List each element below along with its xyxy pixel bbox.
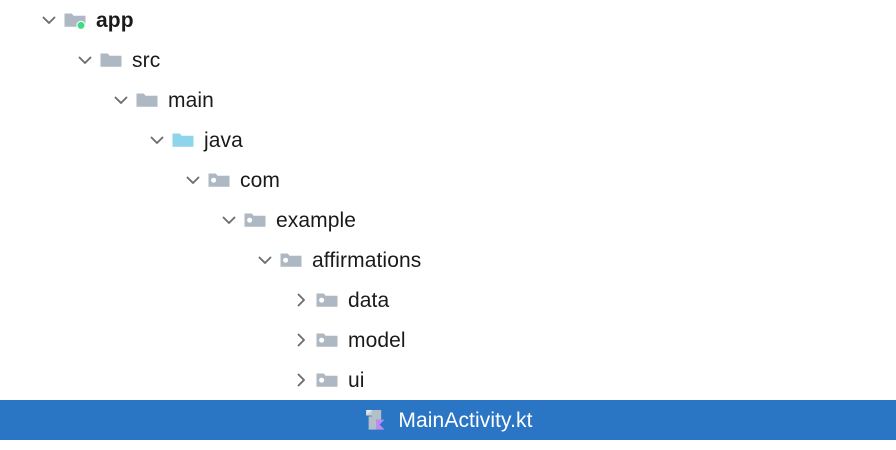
tree-row[interactable]: src: [0, 40, 896, 80]
tree-row-label: src: [132, 48, 161, 72]
chevron-right-icon[interactable]: [288, 327, 314, 353]
package-folder-icon: [314, 287, 340, 313]
chevron-down-icon[interactable]: [144, 127, 170, 153]
tree-row[interactable]: data: [0, 280, 896, 320]
package-folder-icon: [206, 167, 232, 193]
tree-row[interactable]: main: [0, 80, 896, 120]
tree-row-label: java: [204, 128, 243, 152]
tree-row-label: affirmations: [312, 248, 422, 272]
package-folder-icon: [314, 327, 340, 353]
tree-row-label: com: [240, 168, 280, 192]
kotlin-file-icon: [363, 407, 389, 433]
chevron-down-icon[interactable]: [72, 47, 98, 73]
tree-row-label: app: [96, 8, 134, 32]
folder-icon: [98, 47, 124, 73]
chevron-down-icon[interactable]: [252, 247, 278, 273]
tree-row[interactable]: model: [0, 320, 896, 360]
tree-row-label: main: [168, 88, 214, 112]
tree-row-label: MainActivity.kt: [398, 408, 533, 432]
chevron-right-icon[interactable]: [288, 287, 314, 313]
tree-row-label: example: [276, 208, 357, 232]
tree-row-label: data: [348, 288, 390, 312]
chevron-down-icon[interactable]: [216, 207, 242, 233]
tree-row[interactable]: app: [0, 0, 896, 40]
chevron-right-icon[interactable]: [288, 367, 314, 393]
chevron-down-icon[interactable]: [180, 167, 206, 193]
package-folder-icon: [314, 367, 340, 393]
module-folder-icon: [62, 7, 88, 33]
folder-icon: [134, 87, 160, 113]
chevron-down-icon[interactable]: [108, 87, 134, 113]
tree-row[interactable]: java: [0, 120, 896, 160]
package-folder-icon: [278, 247, 304, 273]
tree-row-label: model: [348, 328, 406, 352]
package-folder-icon: [242, 207, 268, 233]
tree-row-label: ui: [348, 368, 365, 392]
tree-row[interactable]: affirmations: [0, 240, 896, 280]
tree-row[interactable]: MainActivity.kt: [0, 400, 896, 440]
chevron-down-icon[interactable]: [36, 7, 62, 33]
tree-row[interactable]: example: [0, 200, 896, 240]
tree-row[interactable]: ui: [0, 360, 896, 400]
source-root-folder-icon: [170, 127, 196, 153]
tree-row[interactable]: com: [0, 160, 896, 200]
